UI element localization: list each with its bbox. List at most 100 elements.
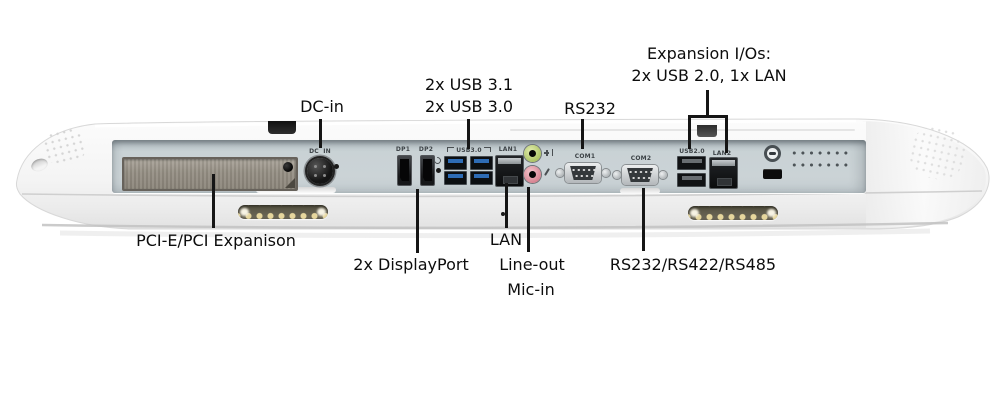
usb2-tongue	[681, 159, 702, 163]
led-endcap	[690, 209, 699, 217]
usb3-bracket-left	[447, 147, 455, 152]
callout-line-usb3	[467, 119, 470, 149]
callout-text: RS232	[564, 99, 616, 118]
mic-in-jack	[524, 166, 541, 183]
slot-notch	[285, 178, 295, 188]
callout-text: RS232/RS422/RS485	[609, 255, 777, 274]
callout-line-pci	[212, 174, 215, 228]
usb2-print: USB2.0	[679, 148, 705, 155]
callout-text: Line-out	[499, 255, 565, 274]
led-strip-right	[688, 206, 778, 220]
chassis-screw-hole	[334, 164, 339, 169]
callout-expansion-io: Expansion I/Os: 2x USB 2.0, 1x LAN	[631, 43, 786, 87]
usb3-port-2	[470, 156, 493, 170]
bottom-edge	[41, 221, 949, 230]
dc-in-print: DC IN	[309, 148, 331, 155]
callout-line-line-out	[527, 187, 530, 252]
callout-mic-in: Mic-in	[507, 279, 554, 301]
callout-line-expansion-stem	[706, 90, 709, 117]
db9-pins-top	[628, 171, 653, 173]
mount-clip-left	[268, 121, 296, 134]
usb3-port-1	[444, 156, 467, 170]
callout-text: 2x USB 2.0, 1x LAN	[631, 66, 787, 85]
kensington-lock-slot	[763, 169, 782, 179]
com1-print: COM1	[574, 153, 596, 160]
lan1-port	[495, 155, 524, 187]
usb3-port-3	[444, 171, 467, 185]
dp-slot	[400, 159, 409, 181]
top-groove	[510, 129, 855, 131]
icon-part	[551, 149, 553, 156]
callout-line-expansion-usb2	[688, 115, 691, 149]
jack-hole	[529, 171, 536, 178]
led-endcap	[240, 208, 249, 216]
callout-text: Expansion I/Os:	[647, 44, 771, 63]
displayport-2	[420, 155, 435, 186]
power-dash	[769, 152, 776, 155]
reset-pinhole	[436, 168, 441, 173]
callout-line-out: Line-out	[499, 254, 565, 276]
led-dots	[688, 206, 778, 220]
icon-part	[546, 150, 548, 156]
usb3-print: USB3.0	[444, 147, 494, 154]
usb3-tongue	[474, 159, 489, 163]
usb2-port-1	[677, 156, 706, 170]
dc-in-connector	[307, 158, 333, 184]
lan2-port	[709, 157, 738, 189]
usb3-port-4	[470, 171, 493, 185]
db9-pins-bottom	[574, 175, 594, 177]
led-strip-left	[238, 205, 328, 219]
dp-slot	[423, 159, 432, 181]
pci-expansion-slot	[122, 157, 298, 191]
callout-line-expansion-bar	[688, 115, 728, 118]
usb3-print-text: USB3.0	[456, 147, 482, 154]
lan2-print: LAN2	[712, 150, 732, 157]
callout-line-displayport	[416, 189, 419, 253]
callout-text: LAN	[489, 230, 523, 249]
callout-serial-multi: RS232/RS422/RS485	[610, 254, 776, 276]
led-endcap	[767, 209, 776, 217]
jack-hole	[529, 150, 536, 157]
callout-text: Mic-in	[507, 280, 555, 299]
dp1-print: DP1	[395, 146, 411, 153]
db9-screw	[613, 171, 621, 179]
callout-text: 2x USB 3.0	[424, 97, 514, 116]
com2-db9-port	[613, 163, 667, 187]
dp2-print: DP2	[418, 146, 434, 153]
floor-shadow	[59, 228, 931, 239]
com2-print: COM2	[630, 155, 652, 162]
callout-line-lan	[505, 183, 508, 228]
bezel-mic-hole	[501, 212, 505, 216]
rj45-shield	[498, 158, 521, 164]
callout-line-rs232	[581, 119, 584, 149]
usb3-tongue	[474, 174, 489, 178]
line-out-icon	[544, 149, 553, 156]
callout-text: 2x USB 3.1	[424, 75, 514, 94]
displayport-1	[397, 155, 412, 186]
callout-line-serial-multi	[642, 188, 645, 251]
bezel-groove	[620, 188, 660, 194]
callout-line-dc-in	[319, 119, 322, 148]
slot-screw	[283, 162, 293, 172]
dc-pin	[323, 165, 326, 168]
usb2-port-2	[677, 173, 706, 187]
dc-pin	[323, 174, 326, 177]
usb3-tongue	[448, 159, 463, 163]
rj45-clip	[502, 176, 519, 184]
line-out-jack	[524, 145, 541, 162]
callout-text: 2x DisplayPort	[353, 255, 469, 274]
power-button	[764, 145, 781, 162]
callout-line-expansion-lan2	[725, 115, 728, 153]
led-endcap	[317, 208, 326, 216]
callout-text: PCI-E/PCI Expanison	[136, 231, 296, 250]
callout-rs232: RS232	[564, 98, 616, 120]
db9-pins-bottom	[631, 177, 651, 179]
top-highlight	[94, 119, 857, 128]
com1-db9-port	[556, 161, 610, 185]
callout-lan: LAN	[490, 229, 522, 251]
led-dots	[238, 205, 328, 219]
db9-screw	[602, 169, 610, 177]
callout-text: DC-in	[300, 97, 344, 116]
